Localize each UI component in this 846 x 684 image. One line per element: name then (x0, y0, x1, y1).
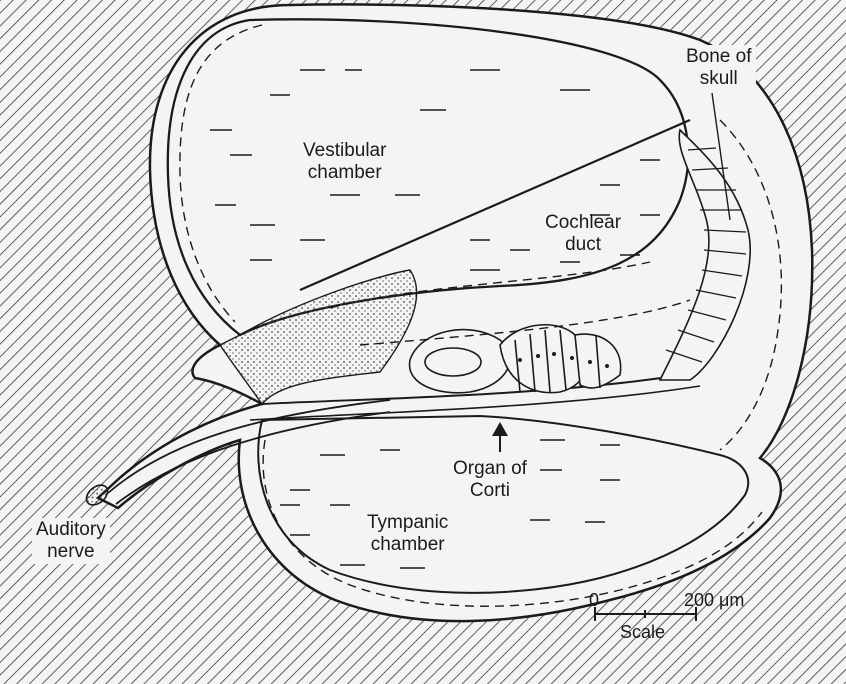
label-vestibular-chamber: Vestibular chamber (303, 140, 386, 184)
label-organ-of-corti-line1: Organ of (453, 458, 527, 480)
label-cochlear-duct-line2: duct (545, 234, 621, 256)
label-cochlear-duct-line1: Cochlear (545, 212, 621, 234)
label-auditory-nerve-line1: Auditory (36, 519, 106, 541)
label-organ-of-corti: Organ of Corti (453, 458, 527, 502)
label-vestibular-chamber-line1: Vestibular (303, 140, 386, 162)
label-auditory-nerve-line2: nerve (36, 541, 106, 563)
label-tympanic-chamber-line1: Tympanic (367, 512, 448, 534)
label-bone-of-skull-line1: Bone of (686, 46, 752, 68)
label-vestibular-chamber-line2: chamber (303, 162, 386, 184)
label-organ-of-corti-line2: Corti (453, 480, 527, 502)
label-bone-of-skull-line2: skull (686, 68, 752, 90)
label-bone-of-skull: Bone of skull (682, 45, 756, 91)
scale-caption: Scale (620, 622, 665, 642)
label-tympanic-chamber: Tympanic chamber (367, 512, 448, 556)
scale-zero-label: 0 (589, 590, 599, 610)
scale-max-label: 200 μm (684, 590, 744, 610)
label-tympanic-chamber-line2: chamber (367, 534, 448, 556)
label-cochlear-duct: Cochlear duct (545, 212, 621, 256)
label-auditory-nerve: Auditory nerve (32, 518, 110, 564)
